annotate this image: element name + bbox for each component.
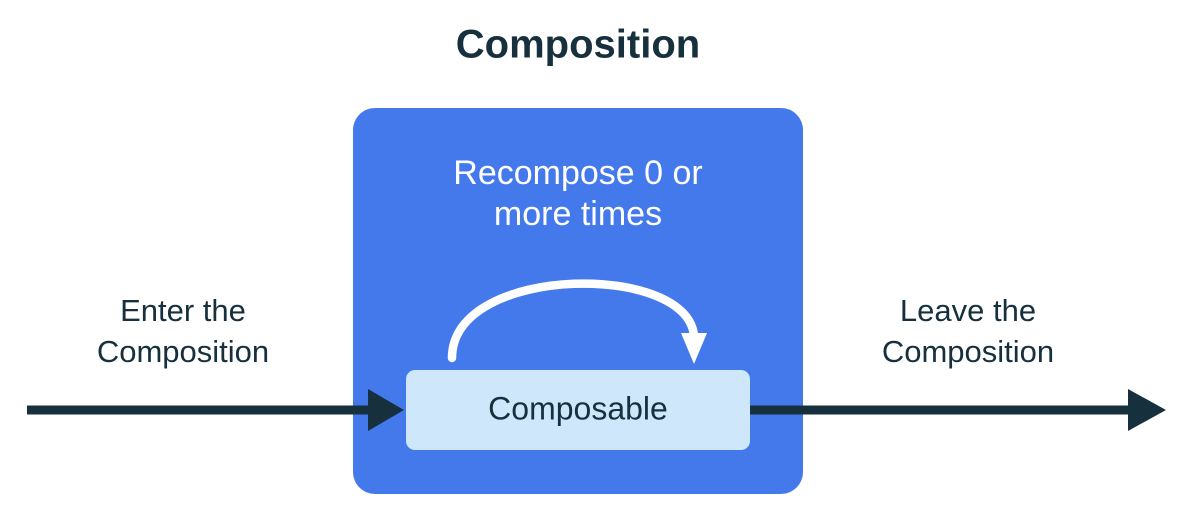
recompose-loop-arrow-icon bbox=[447, 279, 707, 364]
leave-label-line1: Leave the bbox=[900, 293, 1036, 328]
enter-label-line2: Composition bbox=[97, 334, 269, 369]
enter-label-line1: Enter the bbox=[120, 293, 246, 328]
enter-arrow-icon bbox=[27, 389, 404, 431]
composable-node bbox=[406, 370, 750, 450]
recompose-label-line1: Recompose 0 or bbox=[453, 154, 702, 192]
page-title: Composition bbox=[456, 23, 700, 67]
leave-label-line2: Composition bbox=[882, 334, 1054, 369]
leave-arrow-icon bbox=[750, 389, 1166, 431]
composable-node-label: Composable bbox=[488, 390, 668, 426]
recompose-label-line2: more times bbox=[494, 195, 662, 233]
